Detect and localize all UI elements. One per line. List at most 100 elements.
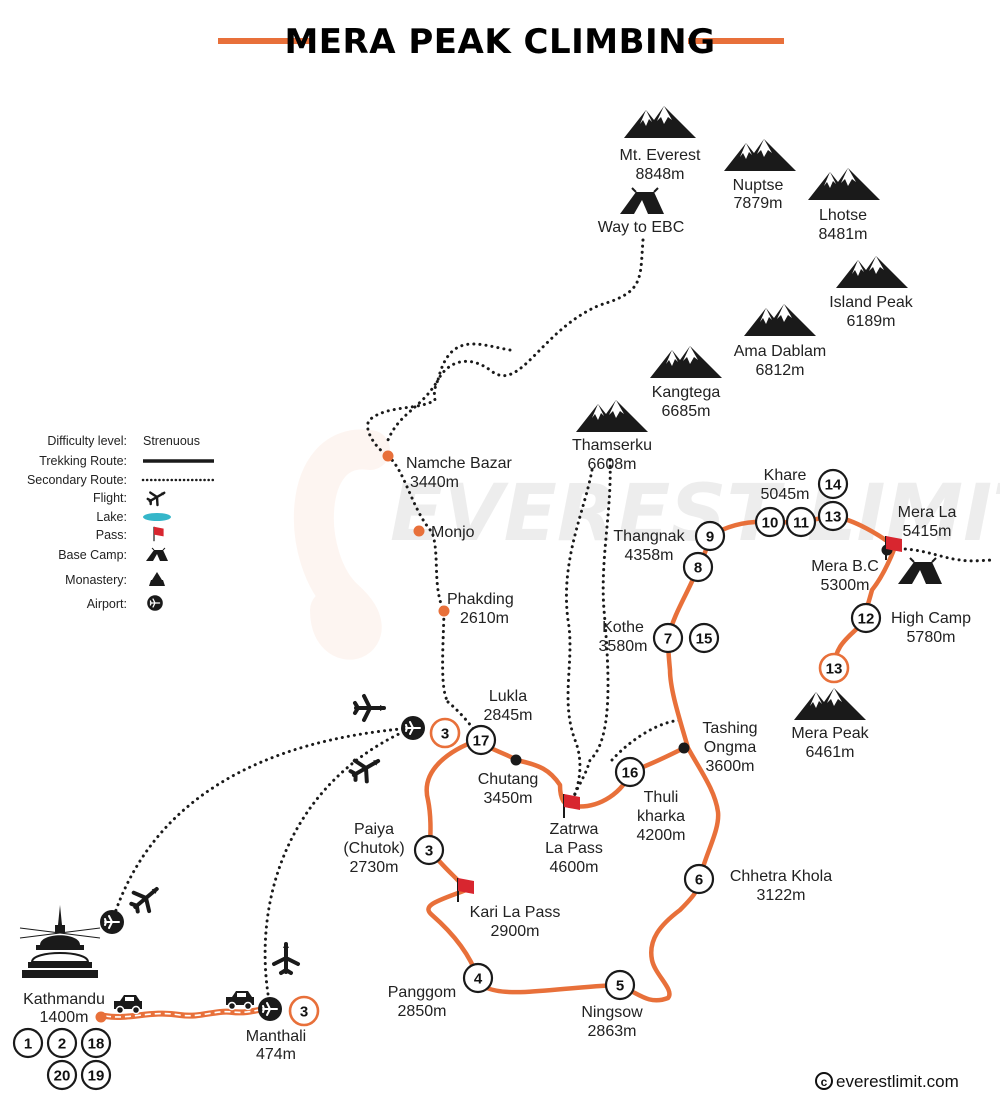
day-marker-number: 20 [54, 1068, 71, 1085]
day-marker-number: 17 [473, 733, 490, 750]
day-marker: 10 [754, 506, 786, 538]
peak-elevation-ama-dablam: 6812m [756, 362, 805, 379]
day-marker-number: 10 [762, 515, 779, 532]
day-marker-circle [604, 969, 636, 1001]
kari-la-elevation: 2900m [491, 923, 540, 940]
day-marker: 3 [413, 834, 445, 866]
legend-monastery-label: Monastery: [65, 573, 127, 587]
namche-elevation: 3440m [410, 474, 459, 491]
mera-bc-elevation: 5300m [821, 577, 870, 594]
day-marker-number: 7 [664, 631, 672, 648]
day-marker-number: 3 [425, 843, 433, 860]
ebc-label: Way to EBC [598, 219, 685, 236]
namche-name: Namche Bazar [406, 455, 512, 472]
day-marker-circle [694, 520, 726, 552]
airplane-icon-4 [272, 942, 300, 975]
flag-icon-zatrwa [563, 793, 581, 819]
mountain-icon-ama-dablam [744, 304, 816, 336]
day-marker: 16 [614, 756, 646, 788]
peak-elevation-nuptse: 7879m [734, 195, 783, 212]
day-marker-circle [850, 602, 882, 634]
day-marker-circle [465, 724, 497, 756]
phakding-elevation: 2610m [460, 610, 509, 627]
copyright: c everestlimit.com [815, 1072, 959, 1091]
peak-elevation-thamserku: 6608m [588, 456, 637, 473]
day-marker-circle [80, 1059, 112, 1091]
day-marker-number: 11 [793, 515, 809, 532]
peak-name-thamserku: Thamserku [572, 437, 652, 454]
mountain-icon-everest [624, 106, 696, 138]
phakding-dot [438, 605, 450, 617]
day-marker-number: 14 [825, 477, 842, 494]
day-marker-circle [46, 1027, 78, 1059]
peak-name-kangtega: Kangtega [652, 384, 721, 401]
paiya-name: Paiya [354, 821, 394, 838]
legend-pass-label: Pass: [96, 528, 127, 542]
day-marker: 7 [652, 622, 684, 654]
legend-airplane-icon [144, 485, 170, 509]
peak-name-ama-dablam: Ama Dablam [734, 343, 826, 360]
kari-la-name: Kari La Pass [470, 904, 561, 921]
mountain-icon-nuptse [724, 139, 796, 171]
paiya-elevation: 2730m [350, 859, 399, 876]
day-marker-circle [817, 500, 849, 532]
mountain-icon-mera-peak [794, 688, 866, 720]
khare-elevation: 5045m [761, 486, 810, 503]
day-marker-number: 15 [696, 631, 713, 648]
day-marker-circle [12, 1027, 44, 1059]
phakding-name: Phakding [447, 591, 514, 608]
chutang-dot [510, 754, 522, 766]
day-marker-circle [429, 717, 461, 749]
kathmandu-name: Kathmandu [23, 991, 105, 1008]
peak-name-island: Island Peak [829, 294, 914, 311]
high-camp-name: High Camp [891, 610, 971, 627]
day-marker-circle [818, 652, 850, 684]
day-marker-circle [46, 1059, 78, 1091]
peak-elevation-mera: 6461m [806, 744, 855, 761]
day-marker-circle [462, 962, 494, 994]
manthali-elevation: 474m [256, 1046, 296, 1063]
tashing-name: Tashing [702, 720, 757, 737]
chutang-elevation: 3450m [484, 790, 533, 807]
day-marker: 5 [604, 969, 636, 1001]
day-marker: 13 [817, 500, 849, 532]
day-marker: 20 [46, 1059, 78, 1091]
day-marker: 8 [682, 551, 714, 583]
legend-airport-label: Airport: [87, 597, 127, 611]
kathmandu-elevation: 1400m [40, 1009, 89, 1026]
thangnak-name: Thangnak [613, 528, 685, 545]
legend-lake-label: Lake: [96, 510, 127, 524]
legend-tent-icon [145, 547, 169, 562]
day-marker-circle [288, 995, 320, 1027]
peak-name-nuptse: Nuptse [733, 177, 784, 194]
peak-elevation-kangtega: 6685m [662, 403, 711, 420]
map-title: MERA PEAK CLIMBING [284, 22, 715, 62]
legend-difficulty-label: Difficulty level: [47, 434, 127, 448]
day-marker-number: 8 [694, 560, 702, 577]
tent-icon-mera-bc [897, 557, 943, 585]
day-marker-circle [817, 468, 849, 500]
day-marker: 3 [288, 995, 320, 1027]
day-marker: 4 [462, 962, 494, 994]
airport-icon-kathmandu [99, 909, 125, 935]
day-marker-number: 1 [24, 1036, 32, 1053]
day-marker-number: 3 [441, 726, 449, 743]
day-marker-circle [614, 756, 646, 788]
legend: Difficulty level: Strenuous Trekking Rou… [27, 434, 216, 612]
thangnak-elevation: 4358m [625, 547, 674, 564]
mountain-icon-kangtega [650, 346, 722, 378]
mera-la-elevation: 5415m [903, 523, 952, 540]
tashing-name2: Ongma [704, 739, 757, 756]
kothe-name: Kothe [602, 619, 644, 636]
tashing-dot [678, 742, 690, 754]
day-marker: 9 [694, 520, 726, 552]
zatrwa-elevation: 4600m [550, 859, 599, 876]
legend-secondary-label: Secondary Route: [27, 473, 127, 487]
namche-dot [382, 450, 394, 462]
mera-bc-name: Mera B.C [811, 558, 879, 575]
panggom-elevation: 2850m [398, 1003, 447, 1020]
legend-airport-icon [146, 594, 164, 612]
lukla-name: Lukla [489, 688, 527, 705]
day-marker-number: 6 [695, 872, 703, 889]
